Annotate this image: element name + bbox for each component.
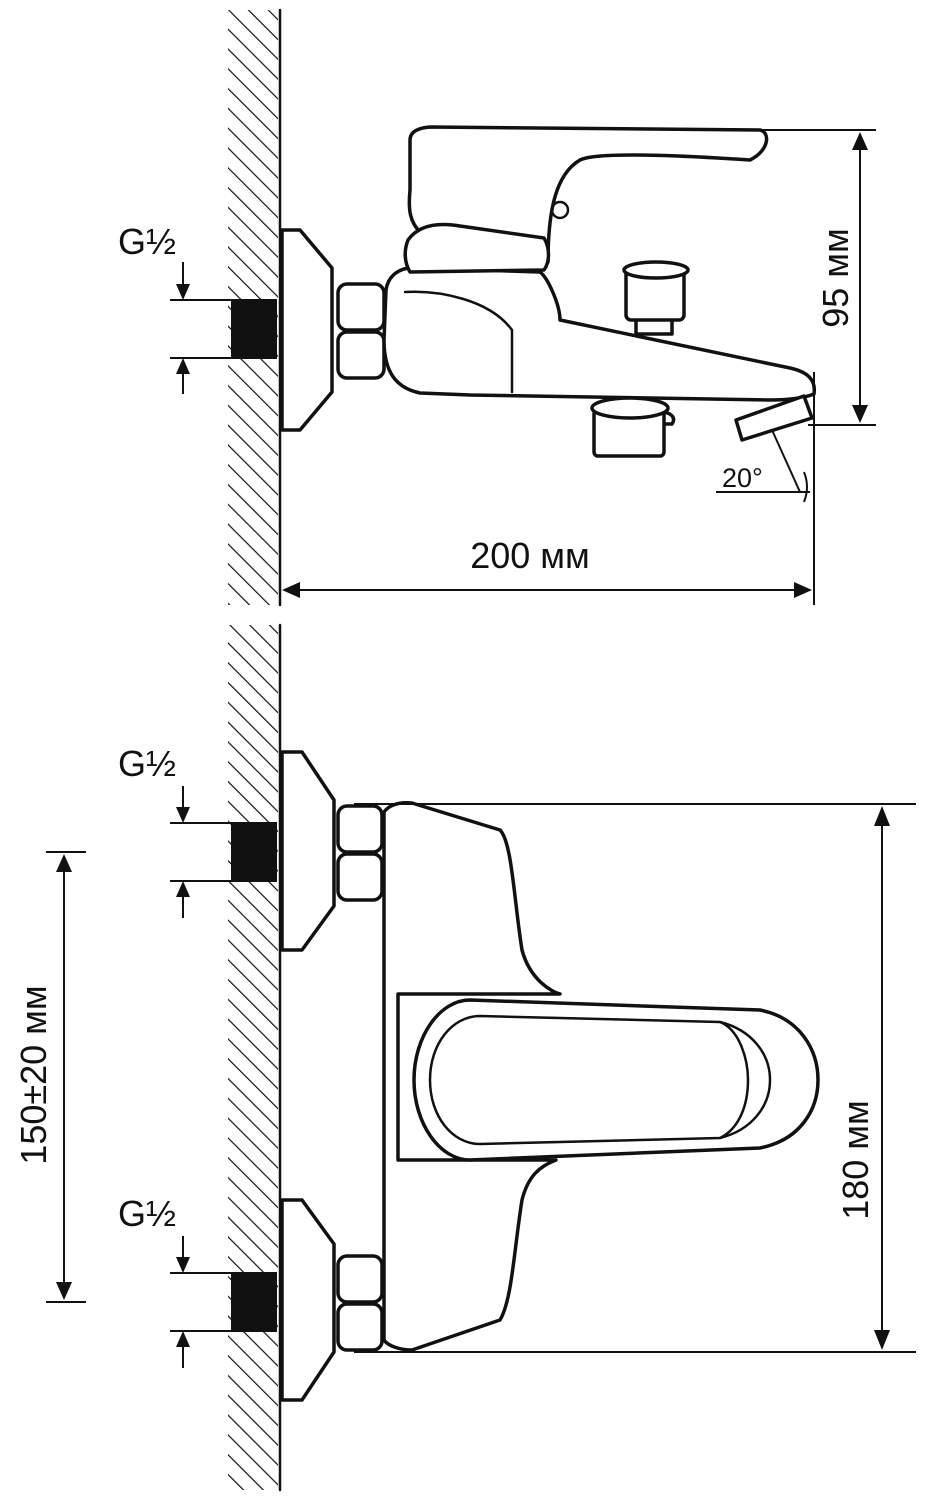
spacing-dim-label: 150±20 мм <box>13 985 54 1164</box>
side-bottom-outlet <box>590 396 676 458</box>
height-dim-label: 95 мм <box>815 228 856 328</box>
side-spout-inner-line <box>403 290 514 394</box>
side-thread-marker: G½ <box>118 221 276 394</box>
front-wall <box>228 623 282 1492</box>
front-handle-cap-line <box>718 1020 750 1140</box>
angle-indicator: 20° <box>716 429 810 503</box>
side-body-spout <box>382 266 817 402</box>
length-dim-label: 200 мм <box>470 535 590 576</box>
front-pipe-stub-bottom <box>231 1272 277 1332</box>
side-view: 20° G½ 95 мм 200 мм <box>118 8 876 607</box>
side-thread-label: G½ <box>118 221 176 262</box>
front-handle <box>412 998 820 1162</box>
front-view: G½ G½ 150±20 мм <box>13 623 916 1492</box>
length-dimension: 200 мм <box>282 372 815 605</box>
front-flange-bottom <box>280 1198 336 1402</box>
front-thread-label-bottom: G½ <box>118 1193 176 1234</box>
front-flange-top <box>280 750 336 952</box>
front-mixer-body <box>382 801 562 1352</box>
front-nut-top <box>336 804 384 902</box>
side-aerator-tip <box>734 394 814 442</box>
front-thread-label-top: G½ <box>118 743 176 784</box>
angle-label: 20° <box>722 463 763 493</box>
spacing-dimension: 150±20 мм <box>13 851 86 1303</box>
side-handle-base <box>403 222 551 274</box>
side-handle-screw <box>550 200 570 220</box>
front-pipe-stub-top <box>231 822 277 882</box>
height-dimension: 95 мм <box>760 129 876 426</box>
side-nut <box>336 282 386 380</box>
width-dimension: 180 мм <box>354 803 916 1353</box>
front-thread-marker-bottom: G½ <box>118 1193 276 1368</box>
side-diverter-knob <box>622 260 690 336</box>
side-pipe-stub <box>231 299 277 359</box>
width-dim-label: 180 мм <box>835 1100 876 1220</box>
front-thread-marker-top: G½ <box>118 743 276 918</box>
front-nut-bottom <box>336 1254 384 1352</box>
side-flange <box>280 228 334 432</box>
